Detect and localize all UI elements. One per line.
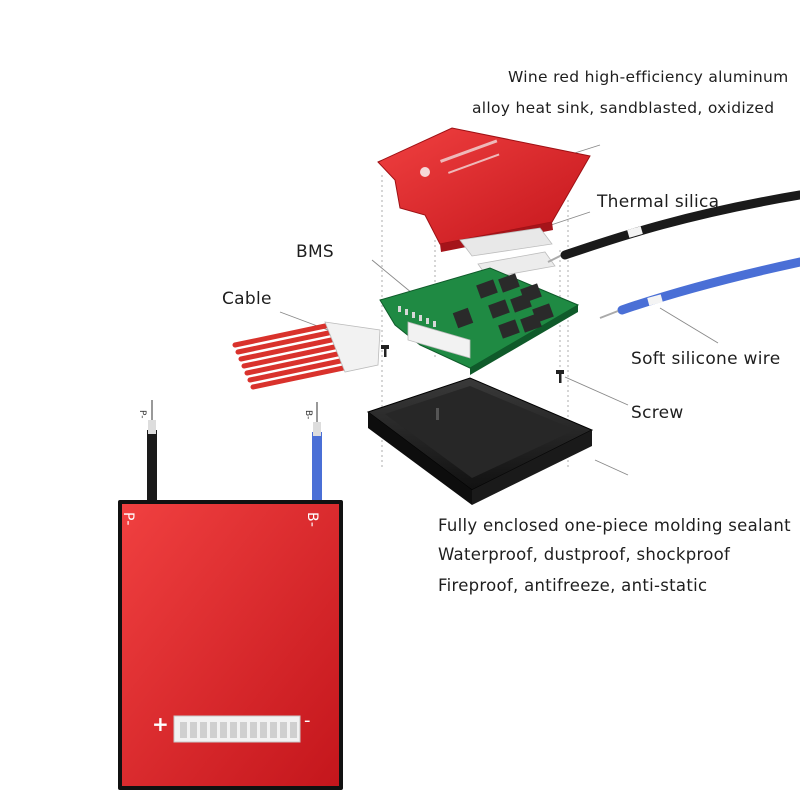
heatsink-plate: [377, 127, 591, 252]
mark-b-minus: B-: [304, 512, 320, 528]
label-heatsink-line1: Wine red high-efficiency aluminum: [508, 68, 789, 86]
black-wire: [547, 190, 800, 263]
assembled-product: P- B-: [118, 400, 343, 790]
label-heatsink-line2: alloy heat sink, sandblasted, oxidized: [472, 99, 775, 117]
feature-line-2: Waterproof, dustproof, shockproof: [438, 545, 731, 564]
wire-tag-p: P-: [137, 410, 147, 418]
mark-plus: +: [152, 712, 170, 736]
mark-minus: -: [304, 710, 311, 731]
mark-p-minus: P-: [120, 512, 136, 526]
screw-right-icon: [556, 370, 564, 383]
screws: [381, 345, 564, 383]
screw-left-icon: [381, 345, 389, 357]
label-screw: Screw: [631, 403, 684, 423]
label-bms: BMS: [296, 242, 335, 262]
label-soft-silicone-wire: Soft silicone wire: [631, 349, 781, 369]
label-thermal-silica: Thermal silica: [597, 192, 720, 212]
label-cable: Cable: [222, 289, 272, 309]
bms-board: [379, 267, 580, 375]
feature-line-1: Fully enclosed one-piece molding sealant: [438, 516, 791, 535]
enclosure-case: [366, 377, 594, 505]
ribbon-cable: [232, 321, 381, 390]
wire-tag-b: B-: [303, 410, 313, 419]
bms-connector: [407, 321, 471, 359]
blue-wire: [599, 257, 800, 319]
feature-line-3: Fireproof, antifreeze, anti-static: [438, 576, 708, 595]
heatsink-logo-icon: [420, 167, 430, 177]
